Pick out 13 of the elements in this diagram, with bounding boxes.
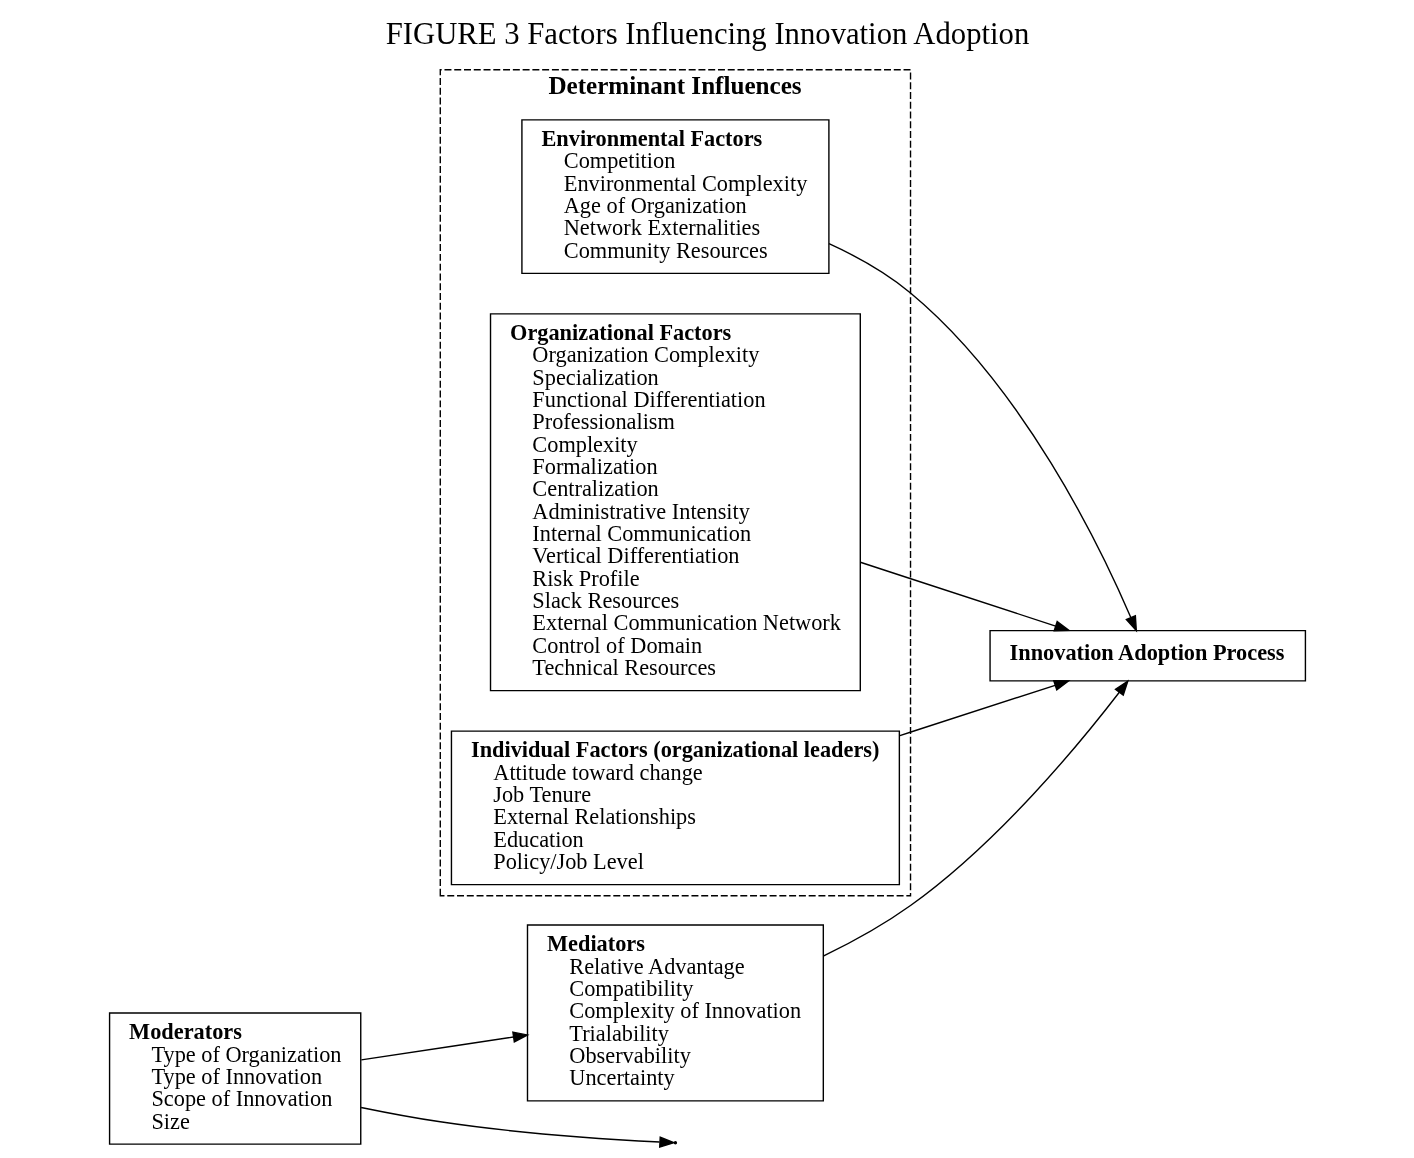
node-box: Individual Factors (organizational leaders) Attitude toward change Job Tenure External Relationships Education Policy/Job Level <box>450 730 900 886</box>
arrow <box>898 679 1071 737</box>
arrow <box>822 679 1129 957</box>
arrow <box>859 561 1071 632</box>
node-box: Environmental Factors Competition Environmental Complexity Age of Organization Network Externalities Community Resources <box>520 119 830 275</box>
arrow <box>360 1031 529 1061</box>
node-box: Moderators Type of Organization Type of Innovation Scope of Innovation Size <box>108 1012 361 1145</box>
diagram-title: FIGURE 3 Factors Influencing Innovation Adoption <box>385 17 1029 52</box>
node-box: Organizational Factors Organization Complexity Specialization Functional Differentiation Professionalism Complexity Formalization Centralization Administrative Intensity Internal Communication Vertical Differentiation Risk Profile Slack Resources External Communication Network Control of Domain Technical Resources <box>489 313 861 692</box>
arrow <box>827 242 1137 633</box>
node-box: Mediators Relative Advantage Compatibility Complexity of Innovation Trialability Observability Uncertainty <box>526 924 824 1102</box>
arrow <box>359 1106 676 1148</box>
node-box: Innovation Adoption Process <box>988 629 1306 682</box>
